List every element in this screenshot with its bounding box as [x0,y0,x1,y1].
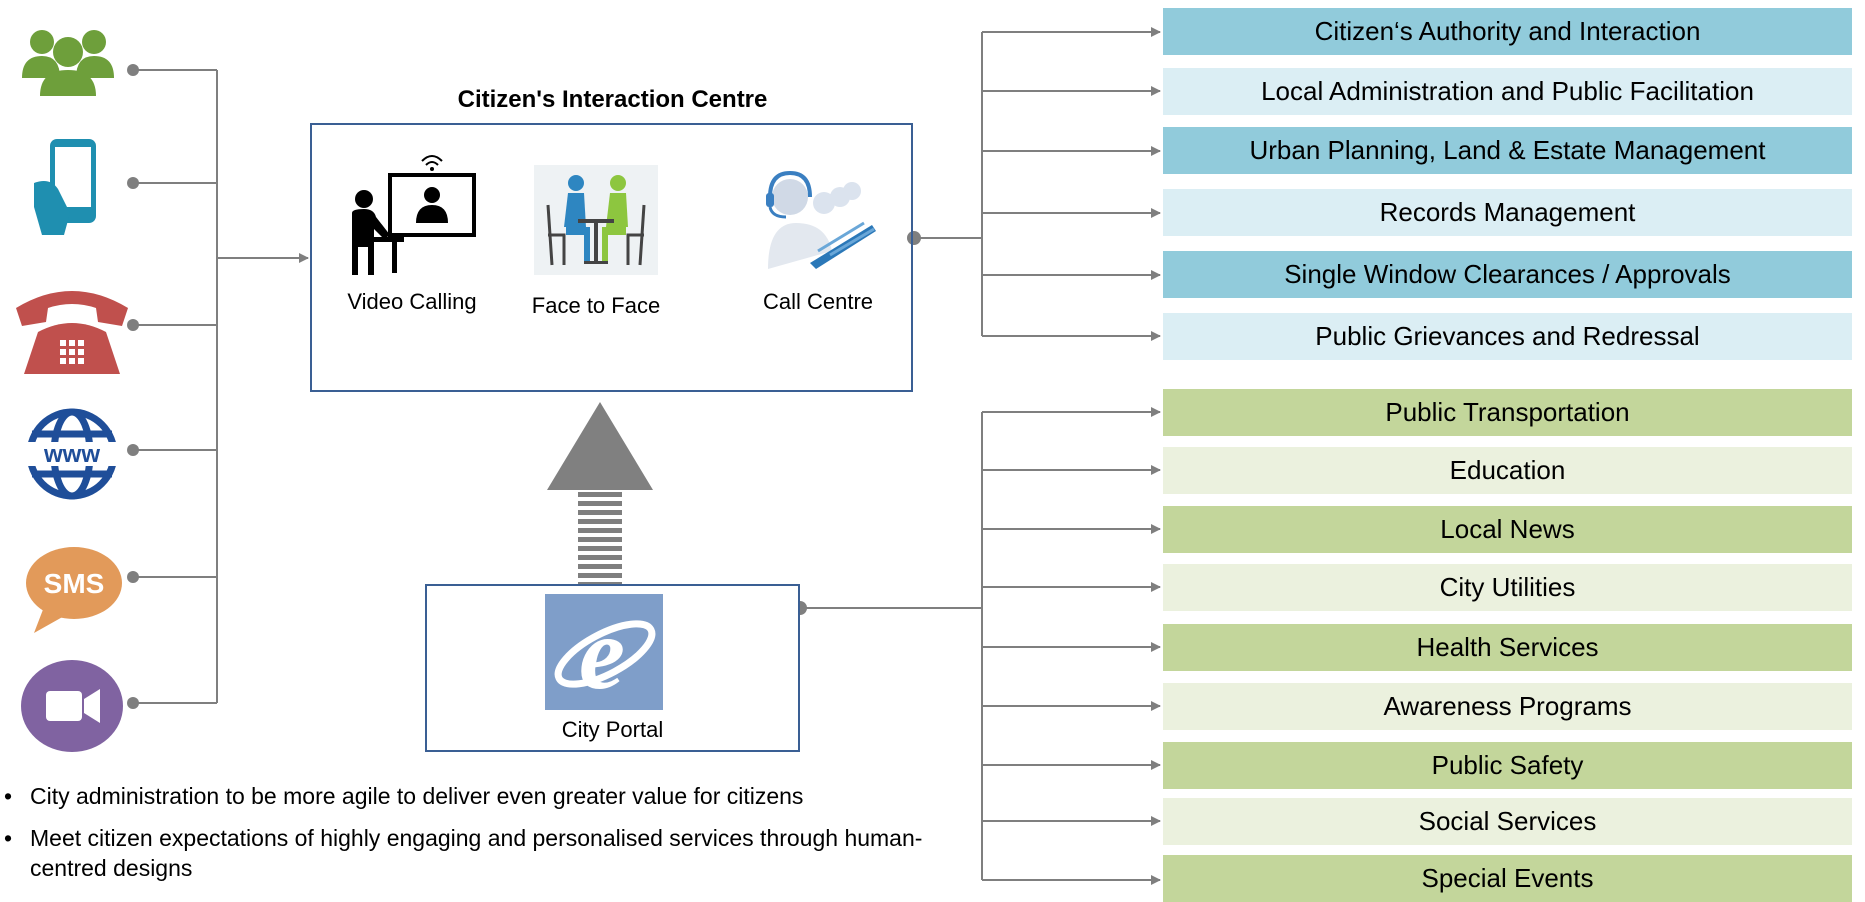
video-calling-icon [344,151,480,275]
service-public-transportation: Public Transportation [1163,389,1852,436]
service-single-window-clearances: Single Window Clearances / Approvals [1163,251,1852,298]
service-local-news: Local News [1163,506,1852,553]
service-city-utilities: City Utilities [1163,564,1852,611]
service-public-grievances: Public Grievances and Redressal [1163,313,1852,360]
bullet-dot: • [4,825,13,851]
service-public-safety: Public Safety [1163,742,1852,789]
interaction-centre-box: Video Calling Face to Face [310,123,913,392]
service-special-events: Special Events [1163,855,1852,902]
face-to-face-icon [534,165,658,275]
service-awareness-programs: Awareness Programs [1163,683,1852,730]
mode-video-calling: Video Calling [338,151,486,315]
svg-text:www: www [43,441,100,468]
bullet-text: Meet citizen expectations of highly enga… [30,825,923,881]
service-education: Education [1163,447,1852,494]
service-local-administration: Local Administration and Public Facilita… [1163,68,1852,115]
video-camera-icon [20,659,124,753]
call-centre-icon [756,151,880,275]
service-health-services: Health Services [1163,624,1852,671]
service-urban-planning: Urban Planning, Land & Estate Management [1163,127,1852,174]
mode-call-centre: Call Centre [744,151,892,315]
bullet-item: • Meet citizen expectations of highly en… [0,823,985,883]
service-citizens-authority: Citizen‘s Authority and Interaction [1163,8,1852,55]
bullet-text: City administration to be more agile to … [30,783,804,809]
city-portal-box: e City Portal [425,584,800,752]
telephone-icon [10,278,134,380]
bullet-item: • City administration to be more agile t… [0,781,985,811]
face-to-face-label: Face to Face [531,293,661,318]
call-centre-label: Call Centre [762,289,874,314]
bullet-list: • City administration to be more agile t… [0,781,985,895]
internet-explorer-icon: e [545,594,663,711]
video-calling-label: Video Calling [347,289,477,314]
interaction-centre-title: Citizen's Interaction Centre [457,86,768,113]
mode-face-to-face: Face to Face [522,165,670,319]
mobile-phone-icon [30,137,110,237]
service-social-services: Social Services [1163,798,1852,845]
city-portal-label: City Portal [561,717,664,742]
sms-icon: SMS [24,545,124,633]
svg-text:SMS: SMS [44,568,105,599]
service-records-management: Records Management [1163,189,1852,236]
www-globe-icon: www [20,406,124,502]
svg-text:e: e [579,596,625,710]
people-icon [20,26,116,96]
upward-arrow [547,402,653,587]
bullet-dot: • [4,783,13,809]
